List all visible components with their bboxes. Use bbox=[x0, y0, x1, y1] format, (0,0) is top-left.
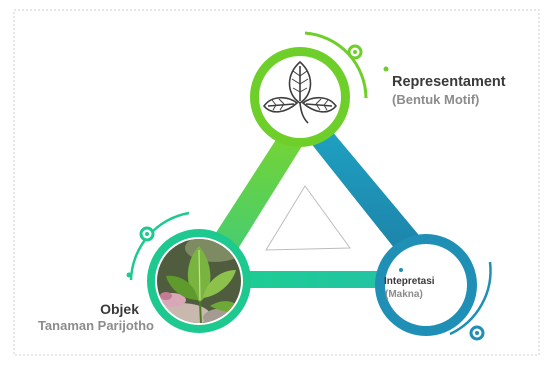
node-interpretant bbox=[375, 234, 492, 341]
object-title: Objek bbox=[100, 301, 139, 317]
node-representamen bbox=[250, 31, 389, 147]
interpretant-subtitle: (Makna) bbox=[385, 289, 423, 300]
bullet-object bbox=[126, 272, 132, 278]
orbit-arc-right bbox=[449, 261, 492, 336]
representamen-subtitle: (Bentuk Motif) bbox=[392, 92, 480, 107]
leaf-motif-icon bbox=[262, 60, 338, 124]
object-subtitle: Tanaman Parijotho bbox=[37, 318, 154, 333]
representamen-title: Representament bbox=[392, 74, 506, 90]
interpretant-title: Intepretasi bbox=[384, 276, 435, 287]
bullet-interpretant bbox=[399, 268, 403, 272]
page-border bbox=[13, 9, 540, 356]
bullet-representamen bbox=[383, 66, 389, 72]
edge-object-interpretant bbox=[205, 271, 429, 288]
node-object bbox=[126, 211, 251, 333]
inner-triangle bbox=[265, 185, 351, 251]
edge-representamen-interpretant bbox=[302, 118, 438, 278]
